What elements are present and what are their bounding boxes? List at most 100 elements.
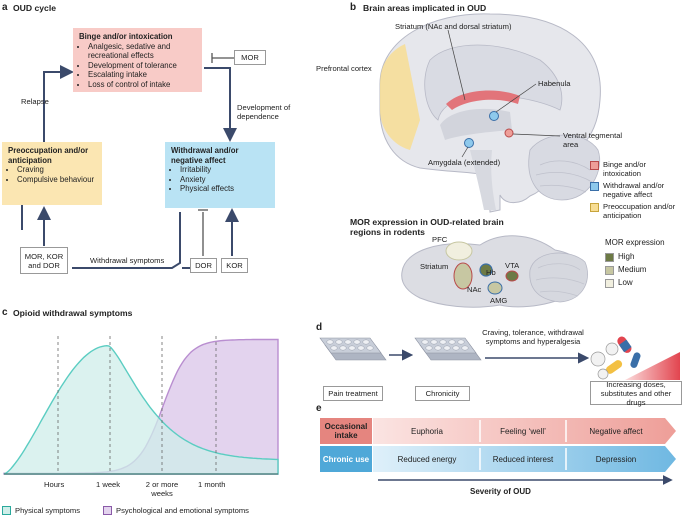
mor-legend-medium: Medium: [618, 265, 647, 274]
blister-pill: [452, 345, 460, 351]
withdrawal-chart: [3, 336, 279, 475]
legend-binge: Binge and/or intoxication: [603, 160, 647, 179]
blister-pill: [344, 339, 352, 345]
withdrawal-title: Withdrawal and/or negative affect: [171, 146, 239, 165]
increasing-doses-box: Increasing doses, substitutes and other …: [590, 380, 682, 407]
panel-b-title: Brain areas implicated in OUD: [363, 3, 487, 13]
binge-box: Binge and/or intoxication Analgesic, sed…: [73, 28, 202, 92]
withdrawal-item: Physical effects: [180, 184, 269, 194]
blister-pill: [330, 345, 338, 351]
binge-item: Loss of control of intake: [88, 80, 196, 90]
binge-item: Escalating intake: [88, 70, 196, 80]
legend-swatch-psych: [103, 506, 112, 515]
blister-pill: [439, 339, 447, 345]
legend-swatch-physical: [2, 506, 11, 515]
panel-a-letter: a: [2, 2, 8, 13]
depression-cell: Depression: [595, 454, 637, 464]
chronicity-box: Chronicity: [415, 386, 470, 401]
preoccupation-title: Preoccupation and/or anticipation: [8, 146, 89, 165]
pain-treatment-box: Pain treatment: [323, 386, 383, 401]
legend-physical: Physical symptoms: [15, 506, 80, 515]
reduced-interest-cell: Reduced interest: [492, 454, 554, 464]
legend-swatch-preocc: [590, 203, 599, 212]
withdrawal-item: Irritability: [180, 165, 269, 175]
receptor-arrows: [37, 206, 239, 269]
binge-item: Analgesic, sedative and recreational eff…: [88, 42, 196, 61]
panel-c-title: Opioid withdrawal symptoms: [13, 308, 133, 318]
euphoria-cell: Euphoria: [410, 426, 444, 436]
dor-inhibition: [198, 209, 208, 256]
mor-inhibition: [211, 53, 234, 63]
prefrontal-label: Prefrontal cortex: [316, 64, 372, 73]
binge-title: Binge and/or intoxication: [79, 32, 173, 41]
pill-blister-2: [414, 337, 482, 361]
mor-legend-low: Low: [618, 278, 633, 287]
rodent-nac-label: NAc: [467, 285, 482, 294]
legend-swatch-withdrawal: [590, 182, 599, 191]
craving-text: Craving, tolerance, withdrawal symptoms …: [482, 328, 584, 347]
mor-legend-high: High: [618, 252, 635, 261]
rodent-brain-illustration: [401, 235, 588, 308]
severity-axis-label: Severity of OUD: [470, 487, 531, 496]
withdrawal-box: Withdrawal and/or negative affect Irrita…: [165, 142, 275, 208]
withdrawal-symptoms-label: Withdrawal symptoms: [88, 256, 167, 266]
legend-withdrawal: Withdrawal and/or negative affect: [603, 181, 665, 200]
legend-swatch-binge: [590, 161, 599, 170]
panel-e-letter: e: [316, 403, 322, 414]
rodent-pfc-label: PFC: [432, 235, 448, 244]
preoccupation-box: Preoccupation and/or anticipation Cravin…: [2, 142, 102, 205]
preoccupation-item: Craving: [17, 165, 96, 175]
blister-pill: [421, 339, 429, 345]
reduced-energy-cell: Reduced energy: [397, 454, 457, 464]
amygdala-label: Amygdala (extended): [428, 158, 501, 167]
rodent-hb-label: Hb: [486, 268, 496, 277]
mor-expression-title: MOR expression in OUD-related brain regi…: [350, 217, 504, 237]
blister-pill: [443, 345, 451, 351]
blister-pill: [430, 339, 438, 345]
blister-pill: [461, 345, 469, 351]
legend-psych: Psychological and emotional symptoms: [116, 506, 249, 515]
relapse-label: Relapse: [21, 97, 49, 106]
withdrawal-item: Anxiety: [180, 175, 269, 185]
tick-hours: Hours: [44, 480, 65, 489]
dor-box: DOR: [190, 258, 217, 273]
habenula-label: Habenula: [538, 79, 571, 88]
mor-legend-title: MOR expression: [605, 238, 665, 247]
mor-swatch-medium: [605, 266, 614, 275]
tick-2-weeks: 2 or more weeks: [145, 480, 179, 499]
blister-pill: [362, 339, 370, 345]
rodent-amg-label: AMG: [490, 296, 508, 305]
physical-area: [3, 344, 279, 475]
negative-affect-cell: Negative affect: [589, 426, 643, 436]
blister-pill: [348, 345, 356, 351]
dependence-label: Development of dependence: [237, 103, 291, 122]
blister-pill: [425, 345, 433, 351]
blister-pill: [457, 339, 465, 345]
severity-bars: [373, 418, 676, 472]
tick-1-week: 1 week: [96, 480, 121, 489]
brain-leader-lines: [447, 29, 561, 158]
blister-pill: [339, 345, 347, 351]
panel-c-letter: c: [2, 307, 8, 318]
pills-drugs-illustration: [590, 336, 680, 380]
rodent-striatum-label: Striatum: [420, 262, 449, 271]
receptors-box: MOR, KOR and DOR: [20, 247, 68, 274]
legend-preocc: Preoccupation and/or anticipation: [603, 202, 676, 221]
feeling-well-cell: Feeling ‘well’: [500, 426, 546, 436]
kor-box: KOR: [221, 258, 248, 273]
panel-a-title: OUD cycle: [13, 3, 56, 13]
blister-pill: [366, 345, 374, 351]
brain-sagittal-illustration: [379, 13, 601, 213]
mor-box: MOR: [234, 50, 266, 65]
blister-pill: [434, 345, 442, 351]
blister-pill: [357, 345, 365, 351]
blister-pill: [448, 339, 456, 345]
vta-label: Ventral tegmental area: [563, 131, 623, 150]
mor-swatch-high: [605, 253, 614, 262]
blister-pill: [326, 339, 334, 345]
panel-d-letter: d: [316, 322, 323, 333]
preoccupation-item: Compulsive behaviour: [17, 175, 96, 185]
pill-blister-1: [319, 337, 387, 361]
occasional-intake-label: Occasional intake: [320, 418, 372, 444]
